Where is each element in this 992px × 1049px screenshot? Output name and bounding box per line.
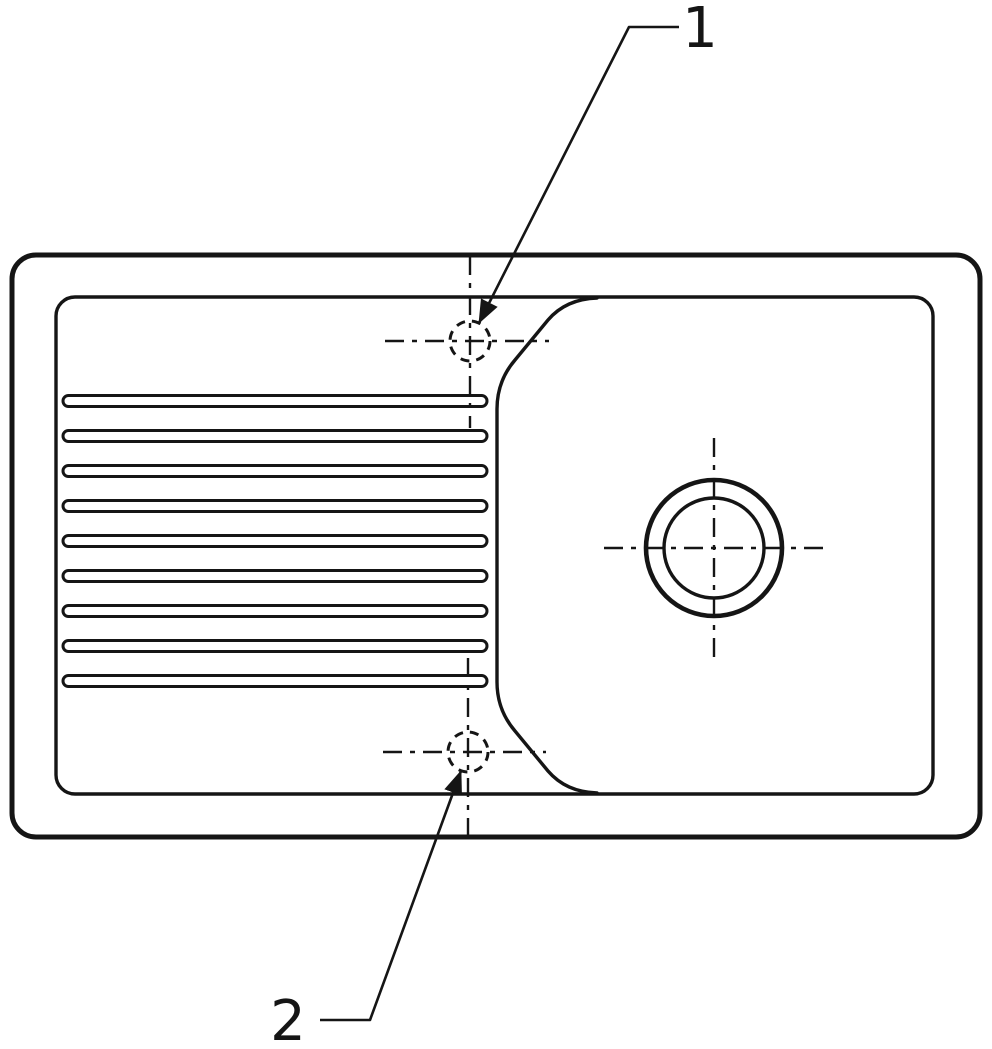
drainer-rib [61,429,489,443]
drainer-rib [61,394,489,408]
drainer-rib [61,604,489,618]
geometry-layer [9,25,983,1022]
leader-line-2 [320,770,463,1022]
sink-inner-rim [54,295,935,796]
bowl-outline [495,296,599,795]
callout-label-1: 1 [682,0,718,61]
sink-outer-edge [9,252,983,840]
drainer-rib [61,534,489,548]
tap-hole-2-circle [446,730,490,774]
drainer-rib [61,674,489,688]
drainer-ribs [61,394,489,688]
callout-label-2: 2 [270,989,306,1049]
drainer-rib [61,499,489,513]
leader-line-1 [477,25,679,324]
tap-hole-1-circle [448,319,492,363]
drainer-rib [61,464,489,478]
drainer-rib [61,569,489,583]
drainer-rib [61,639,489,653]
